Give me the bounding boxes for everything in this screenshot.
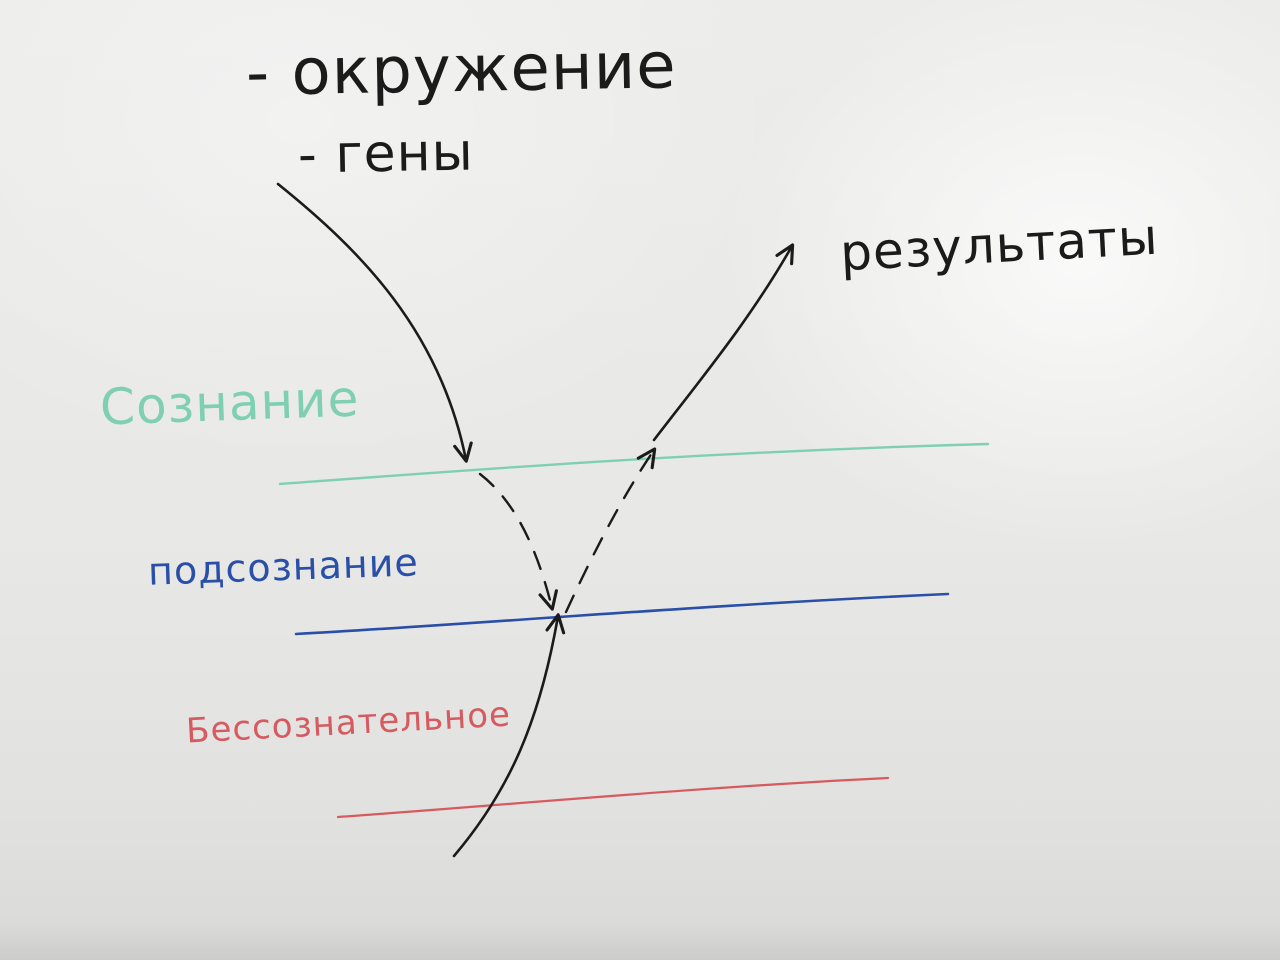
input-arrow [276,182,473,463]
conscious-level-line [278,442,990,486]
subconscious-label: подсознание [147,540,420,594]
dashed-arrow-up [564,447,657,614]
unconscious-level-line [336,776,890,819]
results-arrow [652,243,795,442]
subconscious-level-line [294,592,950,636]
item-environment-label: - окружение [245,29,678,111]
item-genes-label: - гены [297,122,475,186]
conscious-label: Сознание [99,369,361,437]
dashed-arrow-down [478,472,558,611]
board-edge-shadow [0,920,1280,960]
unconscious-arrow [452,613,566,858]
